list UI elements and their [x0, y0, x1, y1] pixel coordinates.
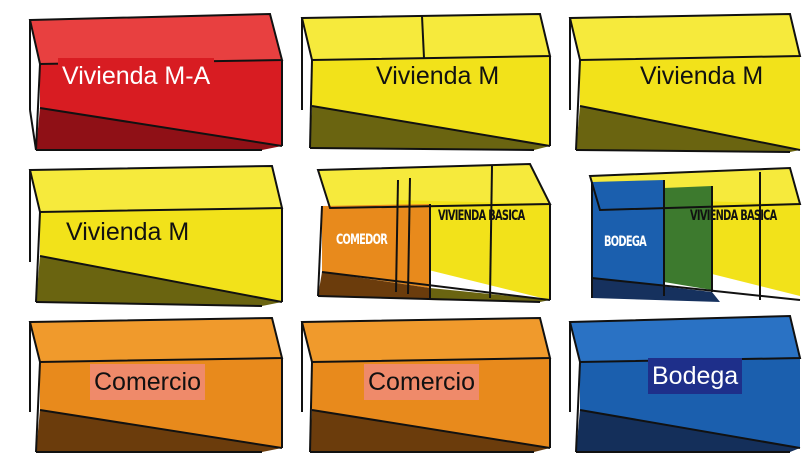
box-bodega-vivienda-basica — [588, 166, 802, 302]
label-comedor: COMEDOR — [336, 232, 388, 248]
label-vivienda-m-2: Vivienda M — [640, 62, 764, 90]
label-vivienda-m-1: Vivienda M — [376, 62, 500, 90]
label-comercio-1: Comercio — [90, 364, 205, 400]
label-vivienda-m-a: Vivienda M-A — [58, 58, 215, 94]
box-comedor-vivienda-basica — [316, 162, 552, 303]
box-vivienda-m-1 — [300, 12, 552, 151]
label-vivienda-basica-1: VIVIENDA BASICA — [438, 208, 525, 224]
box-bodega — [568, 314, 802, 453]
label-vivienda-basica-2: VIVIENDA BASICA — [690, 208, 777, 224]
label-comercio-2: Comercio — [364, 364, 479, 400]
box-vivienda-m-3 — [28, 164, 284, 307]
label-bodega-handwritten: BODEGA — [604, 234, 647, 250]
label-bodega: Bodega — [648, 358, 743, 394]
box-vivienda-m-2 — [568, 12, 802, 153]
label-vivienda-m-3: Vivienda M — [66, 218, 190, 246]
